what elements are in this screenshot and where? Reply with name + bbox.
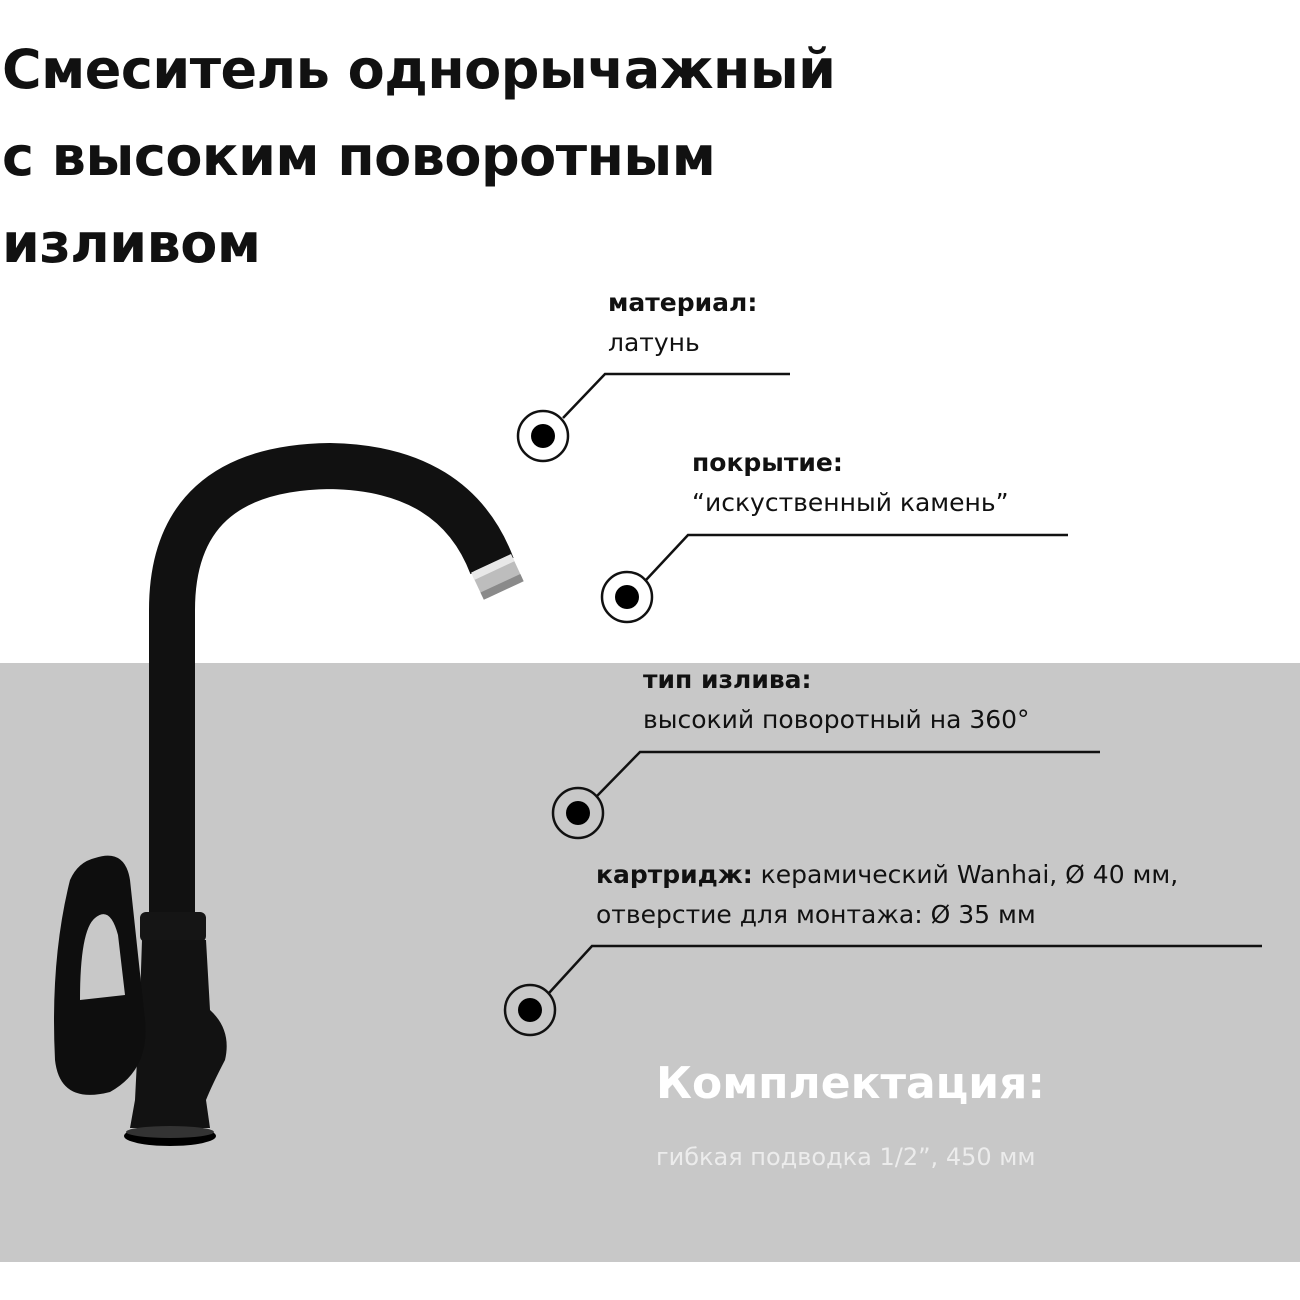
faucet-image [54, 442, 524, 1146]
callout-marker-material [516, 372, 790, 463]
callout-marker-coating [600, 533, 1068, 624]
gray-background-panel [0, 663, 1300, 1262]
callout-marker-cartridge [503, 944, 1262, 1037]
spec-value: высокий поворотный на 360° [643, 705, 1030, 734]
page-title: Смеситель однорычажный с высоким поворот… [2, 26, 836, 287]
spec-material: материал: латунь [608, 283, 757, 363]
title-line-3: изливом [2, 212, 261, 275]
spec-label: материал: [608, 288, 758, 317]
title-line-1: Смеситель однорычажный [2, 38, 836, 101]
spec-spout-type: тип излива: высокий поворотный на 360° [643, 660, 1030, 740]
spec-label: покрытие: [692, 448, 843, 477]
title-line-2: с высоким поворотным [2, 125, 716, 188]
kit-heading: Комплектация: [656, 1058, 1045, 1109]
spec-label: тип излива: [643, 665, 812, 694]
spec-value: латунь [608, 328, 700, 357]
spec-value: “искуственный камень” [692, 488, 1009, 517]
spec-cartridge: картридж: керамический Wanhai, Ø 40 мм, … [596, 855, 1178, 935]
callout-marker-spout [551, 750, 1100, 840]
spec-value: керамический Wanhai, Ø 40 мм, [760, 860, 1179, 889]
kit-contents: гибкая подводка 1/2”, 450 мм [656, 1143, 1036, 1171]
spec-label: картридж: [596, 860, 753, 889]
spec-coating: покрытие: “искуственный камень” [692, 443, 1009, 523]
spec-value-2: отверстие для монтажа: Ø 35 мм [596, 900, 1036, 929]
